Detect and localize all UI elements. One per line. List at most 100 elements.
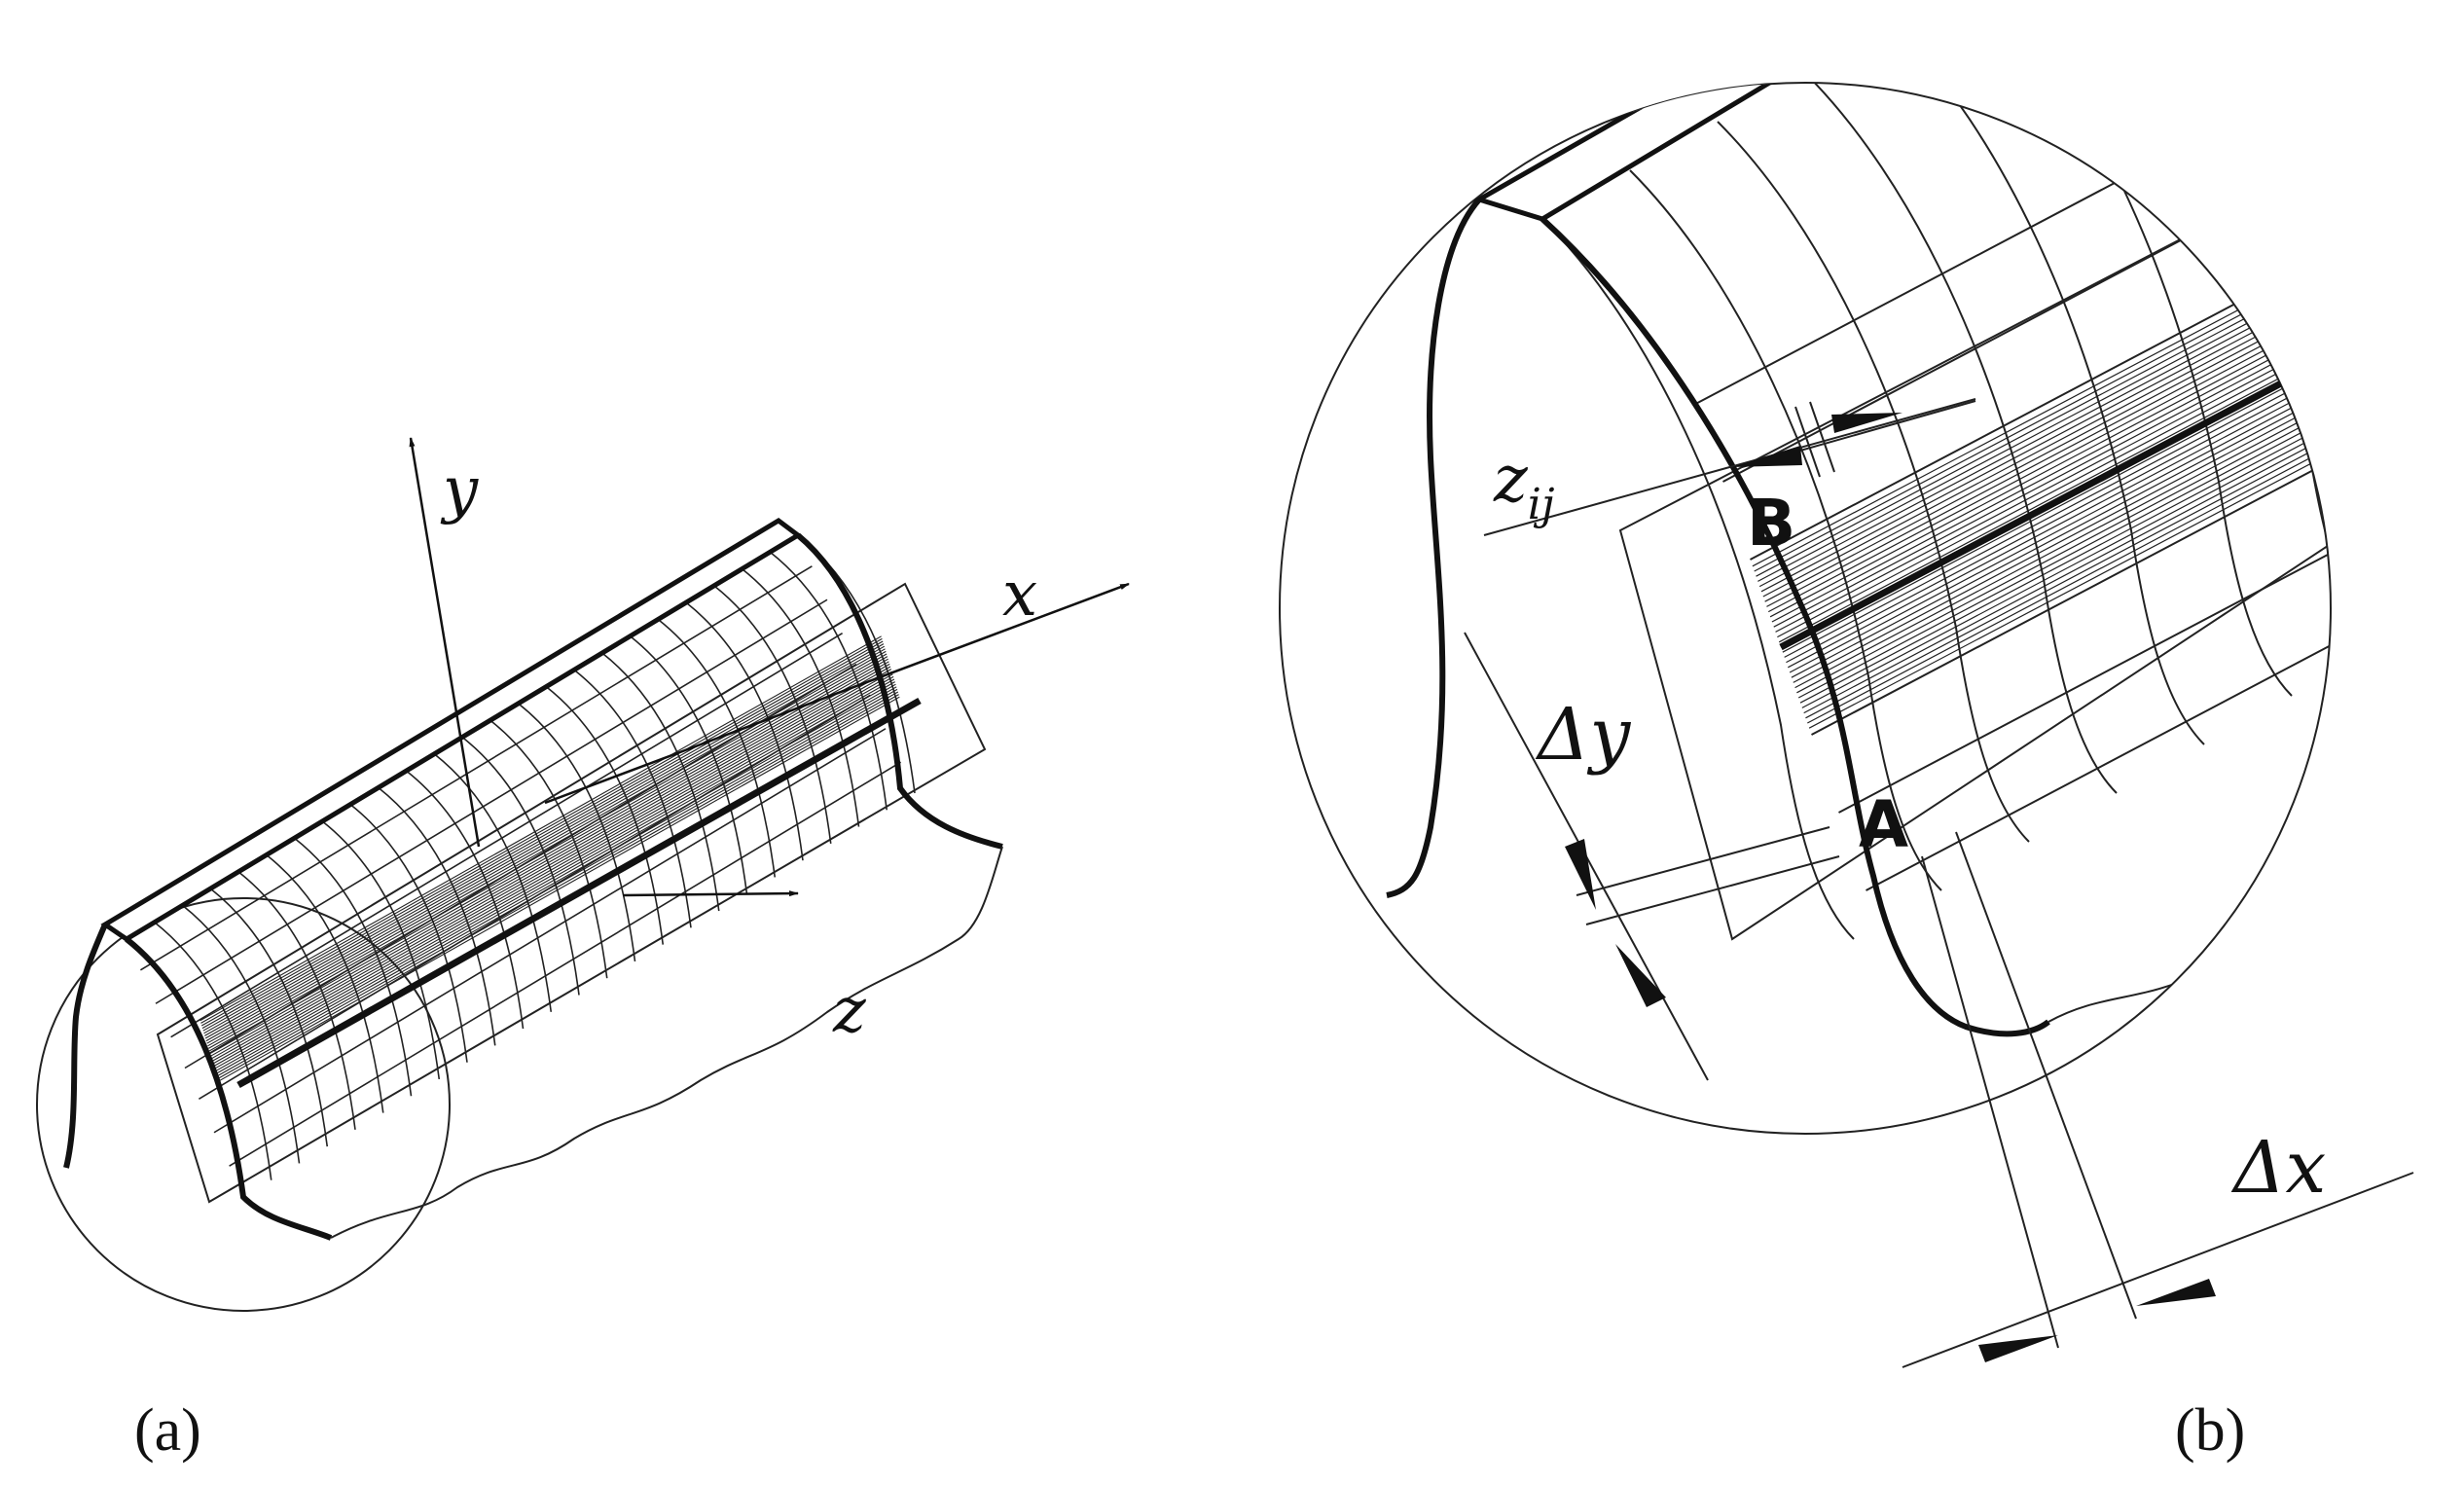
x-axis-arrow	[544, 582, 1130, 805]
grid-dense-line	[203, 648, 886, 1034]
x-axis-label: x	[1002, 559, 1037, 631]
zij-label: zij	[1493, 442, 1555, 529]
point-b-label: B	[1747, 486, 1795, 561]
grid-transverse-line	[294, 837, 413, 1097]
grid-dense-line	[1764, 226, 2331, 602]
panel-a-left-profile	[63, 923, 108, 1169]
grid-transverse-line	[1717, 121, 2030, 843]
grid-transverse-line	[378, 786, 496, 1046]
panel-a-magnifier-circle	[36, 897, 451, 1312]
grid-transverse-line	[2242, 83, 2331, 551]
grid-transverse-line	[1892, 83, 2205, 745]
grid-dense-line	[1758, 211, 2331, 588]
grid-dense-line	[206, 658, 888, 1044]
grid-transverse-line	[2330, 83, 2331, 502]
panel-a-back-edge	[796, 532, 1003, 850]
grid-dense-line	[216, 691, 899, 1077]
grid-transverse-line	[266, 853, 384, 1113]
grid-longitudinal-line	[1866, 515, 2331, 891]
grid-longitudinal-line	[1695, 83, 2331, 405]
grid-dense-line	[1797, 322, 2331, 699]
panel-a-surface-grid	[126, 534, 916, 1198]
grid-transverse-line	[1541, 218, 1855, 940]
delta-x-label: Δx	[2230, 1126, 2326, 1210]
grid-dense-line	[210, 671, 892, 1057]
panel-b-center-line	[1779, 269, 2331, 651]
grid-dense-line	[1769, 241, 2331, 618]
delta-y-extension-1	[1576, 826, 1830, 896]
z-axis-arrow	[622, 890, 799, 897]
panel-a-caption: (a)	[134, 1397, 201, 1464]
point-a-label: A	[1859, 787, 1908, 862]
delta-y-extension-2	[1585, 855, 1840, 925]
grid-transverse-line	[209, 888, 329, 1147]
grid-dense-line	[1762, 221, 2331, 598]
zij-leader-line	[1483, 398, 1976, 536]
grid-dense-line	[208, 666, 891, 1052]
grid-longitudinal-line	[1838, 437, 2331, 814]
grid-transverse-line	[349, 804, 468, 1063]
grid-dense-line	[1794, 312, 2331, 689]
grid-dense-line	[1767, 236, 2331, 613]
grid-dense-line	[215, 688, 898, 1074]
grid-longitudinal-line	[139, 565, 813, 971]
grid-dense-line	[1778, 267, 2331, 643]
grid-dense-line	[1752, 191, 2331, 567]
delta-x-dim-line	[1902, 1172, 2414, 1368]
grid-dense-line	[1808, 352, 2331, 729]
grid-dense-line	[212, 678, 895, 1065]
grid-dense-line	[1771, 246, 2331, 623]
y-axis-arrow	[409, 437, 481, 848]
delta-y-arrow-bottom	[1615, 944, 1666, 1007]
zij-tick-2	[1809, 401, 1835, 473]
grid-dense-line	[207, 661, 889, 1047]
grid-dense-line	[1775, 256, 2331, 633]
grid-transverse-line	[1804, 83, 2118, 794]
grid-dense-line	[1793, 307, 2331, 683]
grid-transverse-line	[630, 635, 748, 894]
delta-x-extension-2	[1955, 831, 2137, 1320]
delta-x-arrow-left	[1978, 1335, 2058, 1362]
grid-dense-line	[1786, 287, 2331, 664]
delta-y-label: Δy	[1535, 693, 1631, 777]
panel-b-front-edge	[1540, 216, 2050, 1037]
grid-dense-line	[213, 681, 895, 1068]
z-axis-label: z	[832, 975, 867, 1047]
panel-a-top-face	[100, 517, 803, 942]
grid-transverse-line	[601, 652, 720, 912]
grid-transverse-line	[518, 703, 636, 962]
panel-b-left-profile	[1386, 198, 1482, 898]
panel-a-cylinder: y x z (a)	[36, 437, 1130, 1464]
delta-x-arrow-right	[2136, 1279, 2216, 1306]
grid-dense-line	[202, 645, 886, 1032]
grid-dense-line	[209, 669, 892, 1055]
grid-transverse-line	[1979, 83, 2293, 697]
delta-y-arrow-top	[1565, 839, 1596, 910]
panel-b-caption: (b)	[2175, 1397, 2245, 1464]
grid-dense-line	[1766, 231, 2331, 607]
panel-a-front-edge	[125, 936, 333, 1241]
grid-dense-line	[1791, 302, 2331, 678]
grid-longitudinal-line	[213, 728, 887, 1134]
grid-transverse-line	[433, 753, 553, 1012]
grid-transverse-line	[545, 685, 665, 945]
panel-b-surface-grid	[1541, 83, 2331, 940]
grid-dense-line	[204, 650, 887, 1036]
grid-dense-line	[1754, 196, 2331, 572]
grid-dense-line	[1777, 262, 2331, 638]
delta-x-extension-1	[1921, 855, 2059, 1349]
panel-a-bottom-edge	[330, 846, 1003, 1239]
panel-b-top-face	[1472, 83, 1864, 222]
grid-dense-line	[1801, 332, 2331, 708]
grid-dense-line	[1756, 200, 2331, 577]
y-axis-label: y	[440, 454, 479, 526]
grid-dense-line	[200, 640, 884, 1027]
grid-longitudinal-line	[1722, 106, 2331, 483]
grid-longitudinal-line	[170, 633, 844, 1038]
grid-dense-line	[1760, 216, 2331, 593]
grid-dense-line	[1796, 317, 2331, 694]
grid-transverse-line	[461, 736, 580, 996]
panel-b-magnifier-circle	[1279, 82, 2332, 1135]
zij-arrow-right	[1831, 413, 1902, 433]
